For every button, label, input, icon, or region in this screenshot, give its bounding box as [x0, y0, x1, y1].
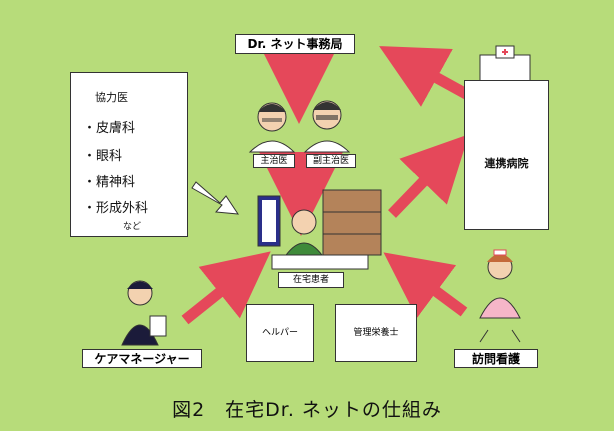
helper-box: ヘルパー: [246, 304, 314, 362]
patient-label: 在宅患者: [278, 272, 344, 288]
arrow-cooperating-to-patient: [191, 181, 239, 215]
cooperating-title: 協力医: [95, 91, 128, 104]
doctors-illustration: [248, 100, 351, 153]
cooperating-etc: など: [123, 222, 142, 232]
arrow-hospital-to-office: [379, 46, 471, 107]
dietitian-box: 管理栄養士: [335, 304, 417, 362]
arrow-nursing-to-patient: [383, 252, 468, 319]
figure-caption: 図2 在宅Dr. ネットの仕組み: [172, 399, 442, 421]
cooperating-doctors-box: 協力医 ・皮膚科 ・眼科 ・精神科 ・形成外科 など: [70, 72, 188, 237]
cooperating-item-plastic-surgery: ・形成外科: [83, 201, 149, 216]
arrow-caremanager-to-patient: [181, 251, 271, 325]
cooperating-item-dermatology: ・皮膚科: [83, 121, 136, 136]
visiting-nursing-label: 訪問看護: [454, 349, 538, 368]
main-doctor-label: 主治医: [253, 154, 295, 168]
hospital-label: 連携病院: [484, 157, 529, 170]
cooperating-item-psychiatry: ・精神科: [83, 175, 136, 190]
care-manager-illustration: [121, 280, 167, 346]
office-box: Dr. ネット事務局: [235, 34, 355, 54]
cooperating-hospital-box: 連携病院: [464, 80, 549, 230]
cooperating-item-ophthalmology: ・眼科: [83, 149, 123, 164]
sub-doctor-label: 副主治医: [306, 154, 356, 168]
arrow-patient-to-hospital: [388, 134, 469, 218]
patient-illustration: [257, 189, 382, 270]
nurse-illustration: [479, 249, 521, 343]
care-manager-label: ケアマネージャー: [82, 349, 202, 368]
